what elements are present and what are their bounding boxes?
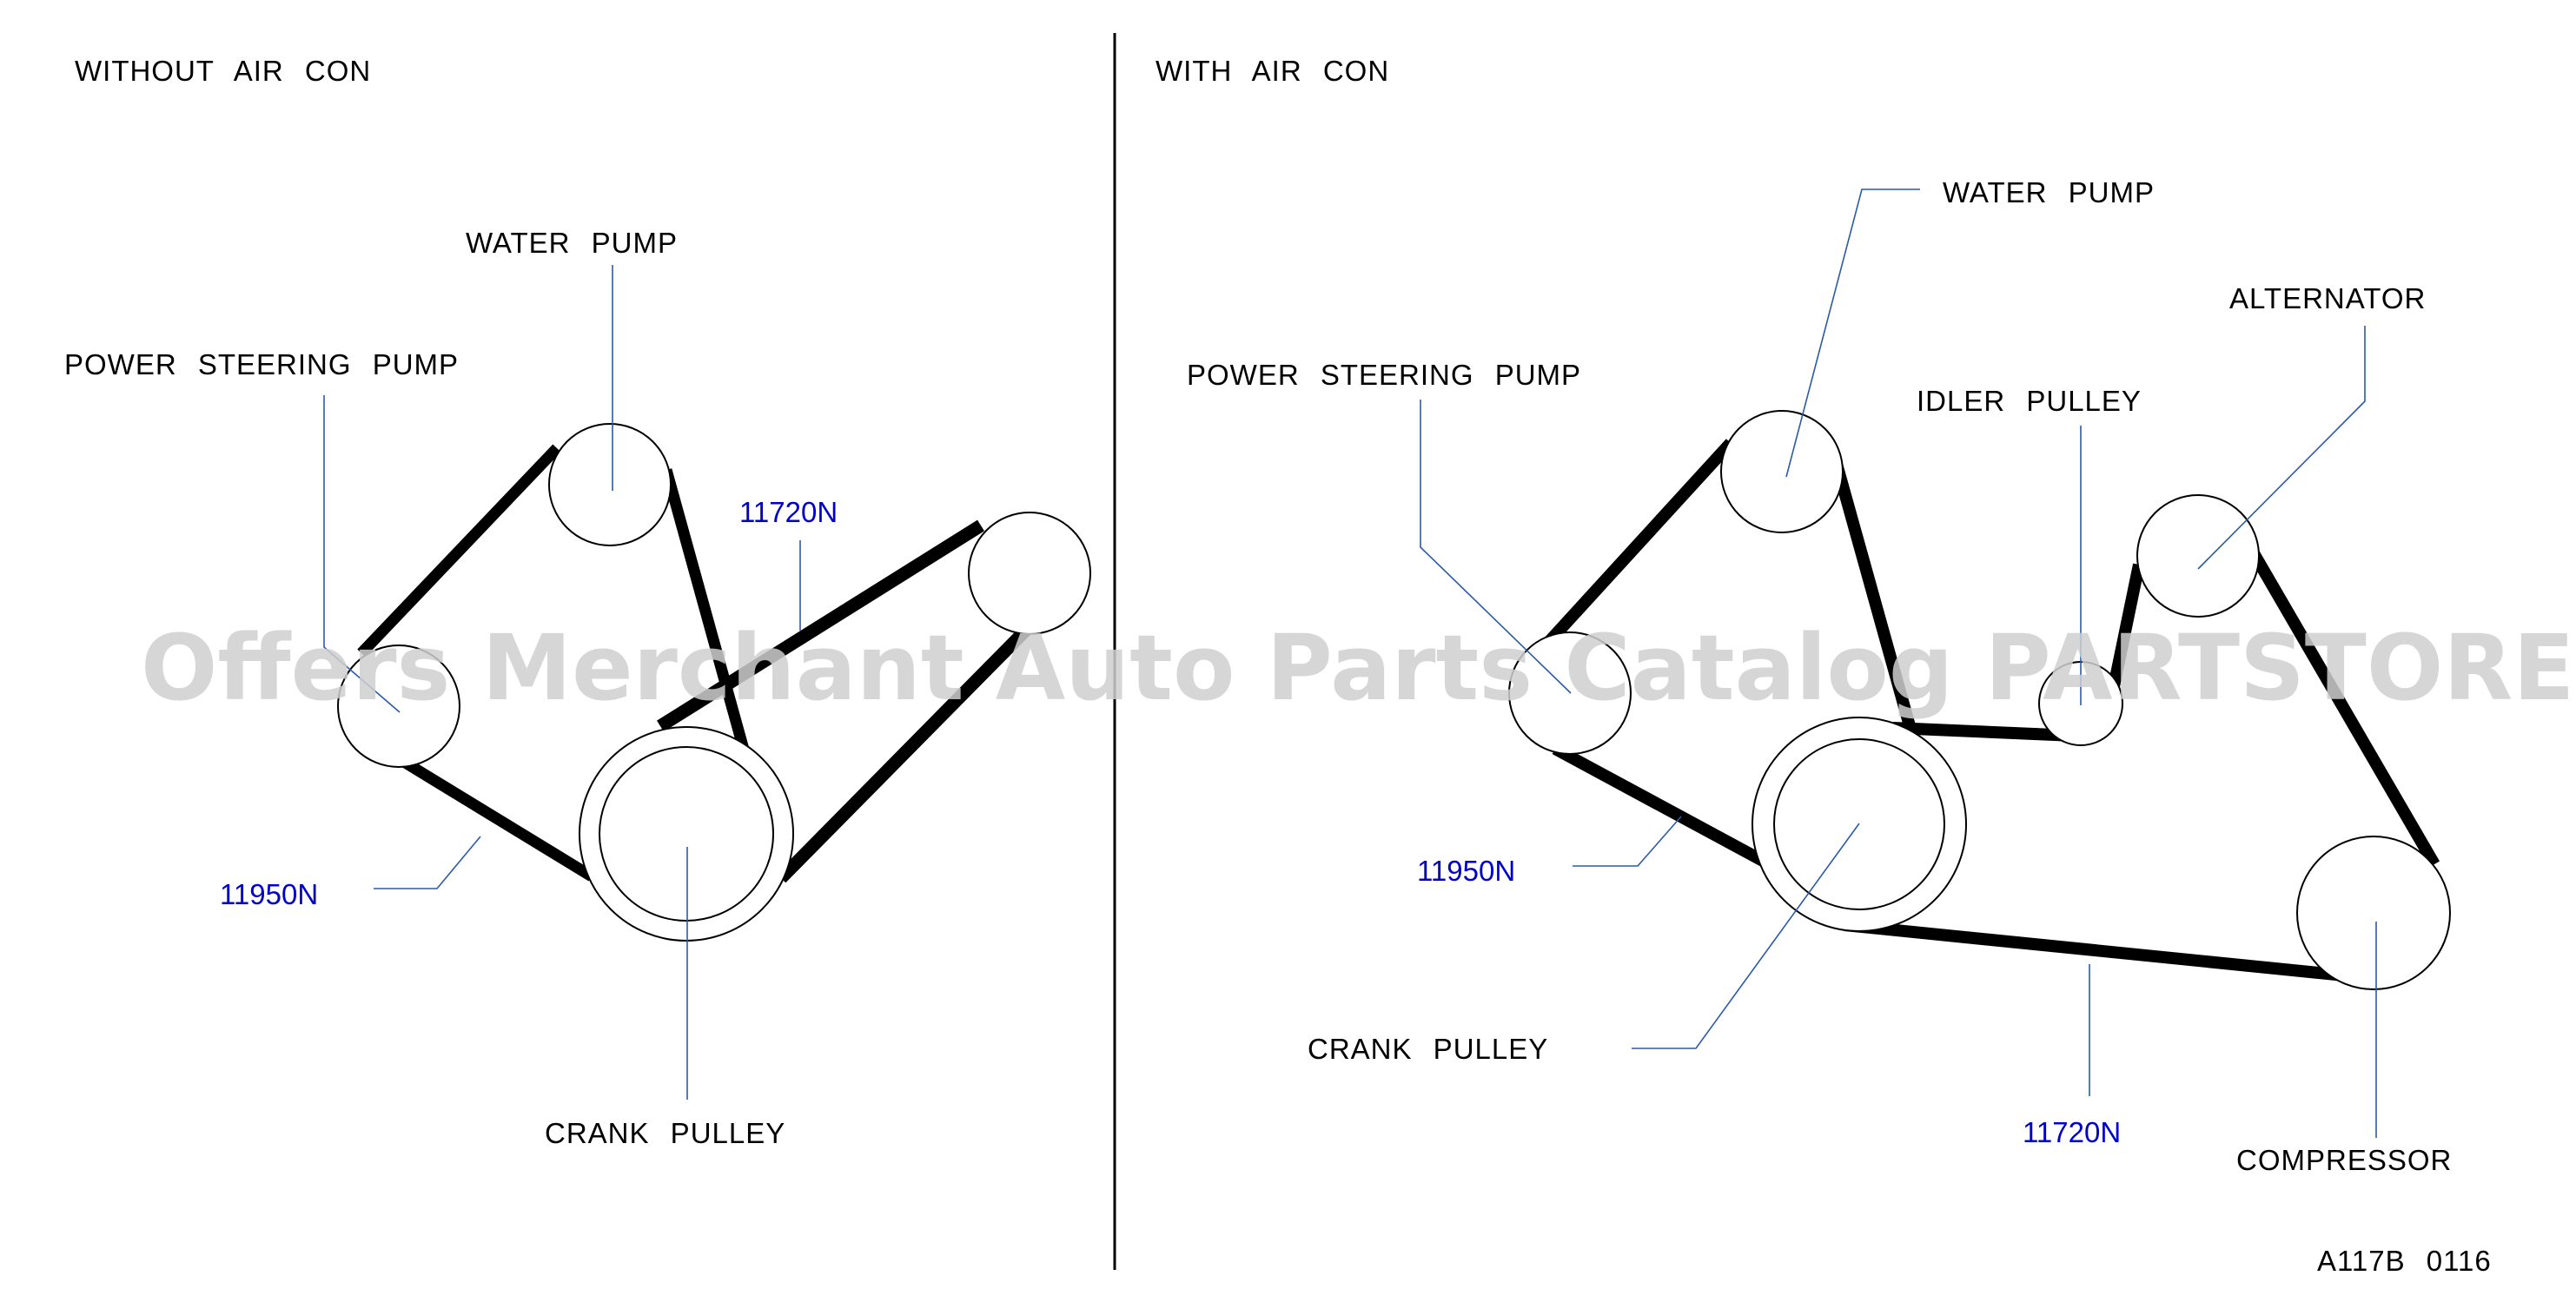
left-water-pump-pulley bbox=[548, 423, 672, 546]
label-left-power-steering-pump: POWER STEERING PUMP bbox=[64, 348, 459, 380]
label-left-water-pump: WATER PUMP bbox=[466, 227, 678, 259]
leader-right-11950n bbox=[1573, 816, 1682, 867]
right-water-pump-pulley bbox=[1720, 410, 1844, 533]
label-left-crank-pulley: CRANK PULLEY bbox=[545, 1117, 785, 1149]
right-alternator-pulley bbox=[2136, 494, 2260, 618]
belt-11720n-seg-comp-crank bbox=[1844, 919, 2380, 985]
right-panel: WITH AIR CON WATER PUMP ALTERNATOR bbox=[1156, 55, 2492, 1277]
leader-right-alternator bbox=[2197, 326, 2366, 570]
ref-left-11720n: 11720N bbox=[739, 496, 838, 528]
left-crank-pulley-inner bbox=[599, 746, 774, 922]
label-right-compressor: COMPRESSOR bbox=[2236, 1144, 2452, 1176]
label-right-idler-pulley: IDLER PULLEY bbox=[1917, 385, 2142, 417]
leader-right-power-steering-pump bbox=[1420, 400, 1572, 694]
belt-11720n-seg-idler-alt bbox=[2106, 563, 2145, 697]
ref-right-11720n: 11720N bbox=[2023, 1116, 2121, 1148]
belt-11720n-seg-upper bbox=[657, 519, 984, 732]
left-panel: WITHOUT AIR CON WATER PUMP POWER STEERIN… bbox=[64, 55, 1091, 1149]
ref-right-11950n: 11950N bbox=[1417, 855, 1515, 887]
ref-left-11950n: 11950N bbox=[220, 878, 318, 910]
watermark: Offers Merchant Auto Parts Catalog PARTS… bbox=[141, 615, 2576, 721]
belt-11720n-seg-lower bbox=[776, 608, 1048, 883]
belt-11950n-seg-ps-wp bbox=[357, 444, 561, 658]
label-right-power-steering-pump: POWER STEERING PUMP bbox=[1187, 359, 1581, 391]
leader-right-crank-pulley bbox=[1632, 823, 1860, 1049]
leader-left-power-steering-pump bbox=[323, 395, 401, 713]
diagram-code: A117B 0116 bbox=[2317, 1245, 2492, 1277]
leader-right-water-pump bbox=[1785, 188, 1920, 478]
left-idle-pulley bbox=[968, 512, 1091, 635]
belt-11720n-seg-alt-comp bbox=[2238, 533, 2440, 868]
label-right-crank-pulley: CRANK PULLEY bbox=[1308, 1033, 1548, 1065]
left-belts bbox=[357, 444, 1048, 883]
right-panel-title: WITH AIR CON bbox=[1156, 55, 1389, 87]
left-power-steering-pump-pulley bbox=[337, 644, 460, 768]
label-right-water-pump: WATER PUMP bbox=[1943, 176, 2155, 208]
label-right-alternator: ALTERNATOR bbox=[2229, 282, 2426, 314]
belt-11720n-seg-crank-idler bbox=[1892, 722, 2076, 742]
leader-left-11950n bbox=[374, 836, 481, 889]
belt-11950n-seg-ps-wp bbox=[1540, 439, 1736, 650]
right-compressor-pulley bbox=[2296, 836, 2451, 990]
left-panel-title: WITHOUT AIR CON bbox=[75, 55, 371, 87]
belt-11950n-seg-crank-ps bbox=[376, 742, 595, 882]
